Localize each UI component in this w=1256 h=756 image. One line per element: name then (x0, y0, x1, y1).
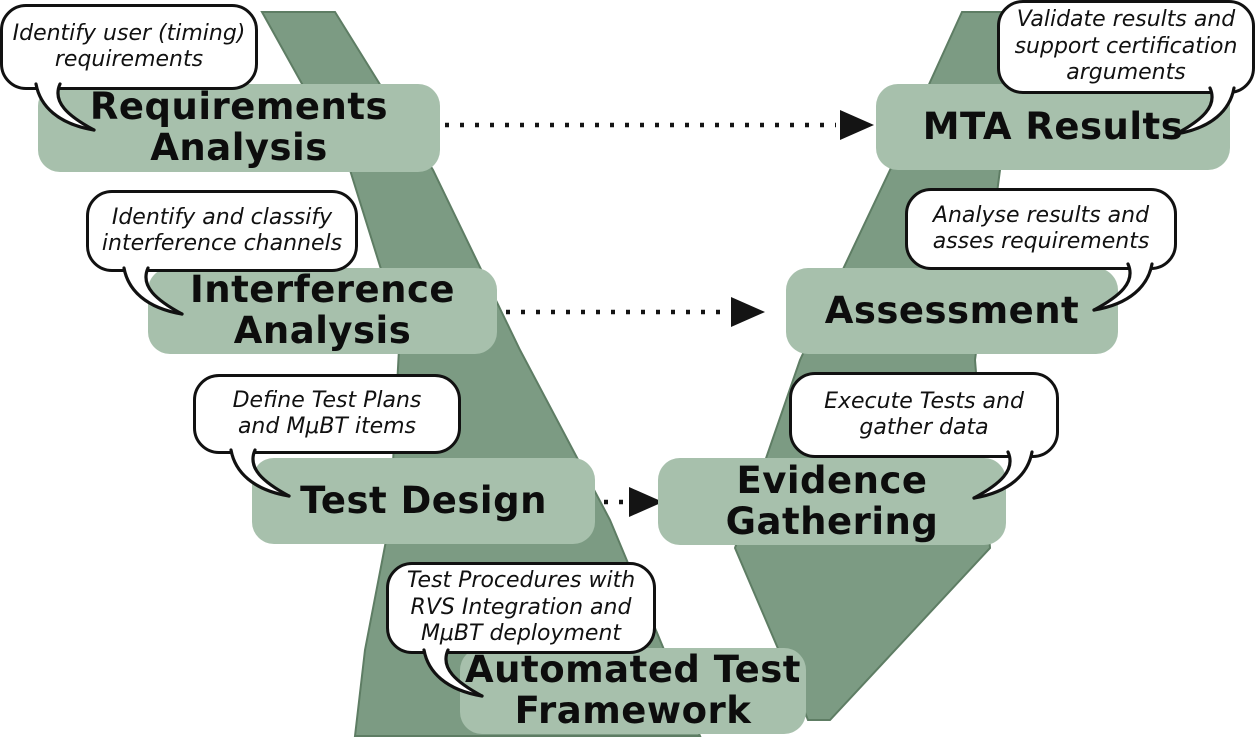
bubble-tail-icon (122, 266, 184, 316)
bubble-text: Define Test Plans and MμBT items (232, 387, 422, 439)
bubble-text: Identify user (timing) requirements (12, 20, 246, 72)
stage-box-evidence-gathering: Evidence Gathering (658, 458, 1006, 545)
bubble-tail-icon (1092, 262, 1154, 312)
arrowhead-icon (629, 487, 663, 517)
bubble-text: Analyse results and asses requirements (932, 202, 1150, 254)
stage-box-automated-test-framework: Automated Test Framework (460, 648, 806, 734)
arrowhead-icon (840, 110, 874, 140)
arrow-interference-to-assessment (506, 297, 765, 327)
bubble-mta-results: Validate results and support certificati… (997, 0, 1255, 94)
stage-label: Test Design (300, 478, 547, 522)
bubble-test-design: Define Test Plans and MμBT items (193, 374, 461, 454)
stage-label: Requirements Analysis (89, 85, 389, 169)
arrow-testdesign-to-evidence (604, 487, 663, 517)
arrowhead-icon (731, 297, 765, 327)
stage-box-test-design: Test Design (252, 458, 595, 544)
stage-label: Interference Analysis (189, 268, 456, 352)
bubble-interference-analysis: Identify and classify interference chann… (86, 190, 358, 272)
stage-label: Assessment (824, 288, 1080, 332)
stage-label: Evidence Gathering (725, 458, 939, 543)
bubble-tail-icon (229, 448, 291, 498)
stage-box-requirements-analysis: Requirements Analysis (38, 84, 440, 172)
stage-box-assessment: Assessment (786, 268, 1118, 354)
bubble-automated-test-framework: Test Procedures with RVS Integration and… (386, 562, 656, 654)
stage-box-interference-analysis: Interference Analysis (148, 268, 497, 354)
bubble-tail-icon (972, 450, 1034, 500)
bubble-evidence-gathering: Execute Tests and gather data (789, 372, 1059, 458)
bubble-text: Execute Tests and gather data (824, 388, 1024, 440)
stage-label: MTA Results (922, 104, 1184, 148)
bubble-text: Test Procedures with RVS Integration and… (406, 568, 636, 647)
bubble-text: Identify and classify interference chann… (101, 204, 343, 256)
bubble-tail-icon (34, 82, 96, 132)
stage-label: Automated Test Framework (465, 648, 801, 732)
arrow-requirements-to-mta (400, 110, 874, 140)
bubble-tail-icon (422, 648, 484, 698)
bubble-tail-icon (1174, 86, 1236, 136)
bubble-requirements-analysis: Identify user (timing) requirements (0, 4, 258, 90)
bubble-text: Validate results and support certificati… (1014, 7, 1238, 86)
bubble-assessment: Analyse results and asses requirements (905, 188, 1177, 270)
stage-box-mta-results: MTA Results (876, 84, 1230, 170)
